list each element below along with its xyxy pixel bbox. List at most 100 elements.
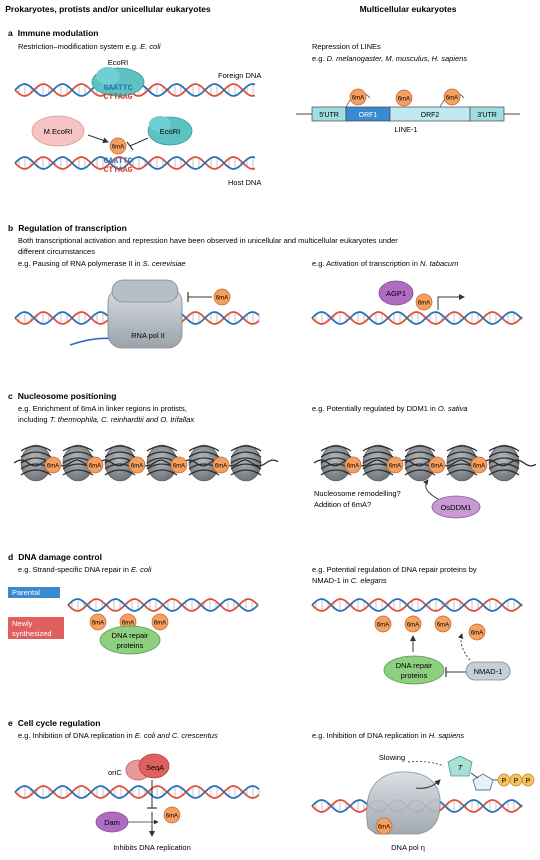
6ma-circle [170,456,188,474]
line1-3utr-box [469,106,505,122]
line1-label: LINE-1 [394,125,417,134]
6ma-label: 6mA [47,463,59,469]
newly-label-1: Newly [12,619,33,628]
6ma-label: 6mA [377,622,389,628]
dna-wrap [320,445,352,452]
6ma-label: 6mA [89,463,101,469]
6ma-mark-c-right-4: 6mA [470,456,488,474]
repair-right-label-2: proteins [401,671,428,680]
newly-label-2: synthesized [12,629,52,638]
dna-wrap [104,469,136,476]
6ma-circle [344,456,362,474]
6ma-label: 6mA [378,824,390,830]
foreign-dna-label: Foreign DNA [218,71,261,80]
dna-wrap [488,451,520,458]
dna-wrap [488,469,520,476]
dna-strand-blue [67,598,259,612]
nucleosome [230,444,262,482]
dna-strand-blue [311,598,523,612]
dna-wrap [20,445,52,452]
6ma-mark-b-left: 6mA [213,288,231,306]
dna-wrap [446,451,478,458]
section-a-left-example: Restriction–modification system e.g. E. … [18,42,161,51]
slowing-label: Slowing [379,753,405,762]
agp1-protein [378,280,414,306]
base-sugar-bond [470,772,479,779]
dna-strand-blue [14,785,260,799]
6ma-mark-e-right: 6mA [375,817,393,835]
repair-left-label-1: DNA repair [112,631,149,640]
6ma-mark-d-right-4: 6mA [468,623,486,641]
dna-wrap [146,451,178,458]
parental-tag [8,587,60,598]
6ma-label: 6mA [173,463,185,469]
ecori-block-line [129,137,149,147]
section-a-right-line1: Repression of LINEs [312,42,381,51]
6ma-label: 6mA [437,622,449,628]
dna-wrap [188,445,220,452]
dna-pol-eta-label: DNA pol η [391,843,425,852]
nucleosome [488,444,520,482]
dna-strand-red [311,311,523,325]
dna-wrap [230,451,262,458]
line1-orf2-label: ORF2 [421,112,440,119]
header-right: Multicellular eukaryotes [360,4,457,14]
6ma-circle [109,137,127,155]
6ma-mark-c-left-4: 6mA [170,456,188,474]
line1-orf1-label: ORF1 [359,112,378,119]
6ma-label: 6mA [347,463,359,469]
6ma-mark-c-left-5: 6mA [212,456,230,474]
repair-left-label-2: proteins [117,641,144,650]
6ma-label: 6mA [407,622,419,628]
dna-wrap [404,445,436,452]
dna-wrap [488,463,520,470]
section-b-left-example: e.g. Pausing of RNA polymerase II in S. … [18,259,186,268]
phosphate-3 [521,773,535,787]
slowing-dashed-line [407,761,445,767]
ecori-top-label: EcoRI [108,58,128,67]
oric-label: oriC [108,768,122,777]
ecori-enzyme-bottom-lobe [149,116,171,132]
6ma-mark-a-line1-2: 6mA [395,89,413,107]
6ma-circle [44,456,62,474]
6ma-circle [386,456,404,474]
mecori-label: M.EcoRI [44,127,73,136]
seq-top-foreign: GAATTC [104,84,133,93]
seq-top-host: GAATTC [104,157,133,166]
section-c-left-line2: including T. thermophila, C. reinhardtii… [18,415,194,424]
dna-strand-blue [14,156,256,170]
dam-label: Dam [104,818,120,827]
6ma-circle [415,293,433,311]
6ma-circle [163,806,181,824]
6ma-mark-d-right-3: 6mA [434,615,452,633]
6ma-mark-c-right-3: 6mA [428,456,446,474]
ecori-enzyme-top-lobe [96,67,120,85]
dna-wrap [230,457,262,464]
6ma-mark-d-left-3: 6mA [151,613,169,631]
6ma-label: 6mA [471,630,483,636]
6ma-mark-b-right: 6mA [415,293,433,311]
dna-strand-red [14,83,256,97]
dna-wrap [488,457,520,464]
header-left: Prokaryotes, protists and/or unicellular… [5,4,211,14]
dna-wrap [230,445,262,452]
nucleotide-base-t [447,755,473,777]
dna-wrap [146,445,178,452]
phosphate-1-label: P [502,778,507,785]
6ma-circle [128,456,146,474]
nucleosome-array-right [313,444,537,482]
section-c-left-line1: e.g. Enrichment of 6mA in linker regions… [18,404,187,413]
6ma-mark-c-left-3: 6mA [128,456,146,474]
section-b-right-example: e.g. Activation of transcription in N. t… [312,259,458,268]
section-d-right-line1: e.g. Potential regulation of DNA repair … [312,565,477,574]
section-d-left-example: e.g. Strand-specific DNA repair in E. co… [18,565,152,574]
6ma-mark-c-right-1: 6mA [344,456,362,474]
dna-wrap [62,469,94,476]
nmad1-dashed-arrow [458,633,471,661]
nucleotide-entry-arrow [415,779,441,789]
